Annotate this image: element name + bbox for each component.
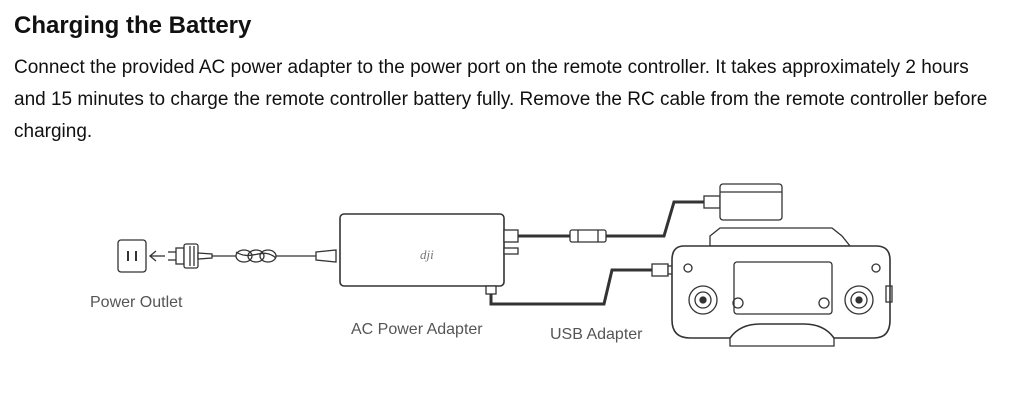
svg-text:dji: dji — [420, 247, 434, 262]
power-outlet-icon — [118, 240, 146, 272]
ac-power-adapter-label: AC Power Adapter — [351, 321, 483, 339]
section-paragraph: Connect the provided AC power adapter to… — [14, 52, 1004, 148]
plug-icon — [150, 244, 212, 268]
remote-controller-icon — [672, 228, 892, 346]
charging-diagram: dji — [0, 170, 1024, 402]
power-outlet-label: Power Outlet — [90, 294, 182, 312]
ac-power-adapter-icon: dji — [340, 214, 518, 294]
usb-cable — [491, 264, 676, 304]
ac-cable — [212, 250, 336, 262]
section-title: Charging the Battery — [14, 12, 251, 40]
usb-adapter-label: USB Adapter — [550, 326, 643, 344]
